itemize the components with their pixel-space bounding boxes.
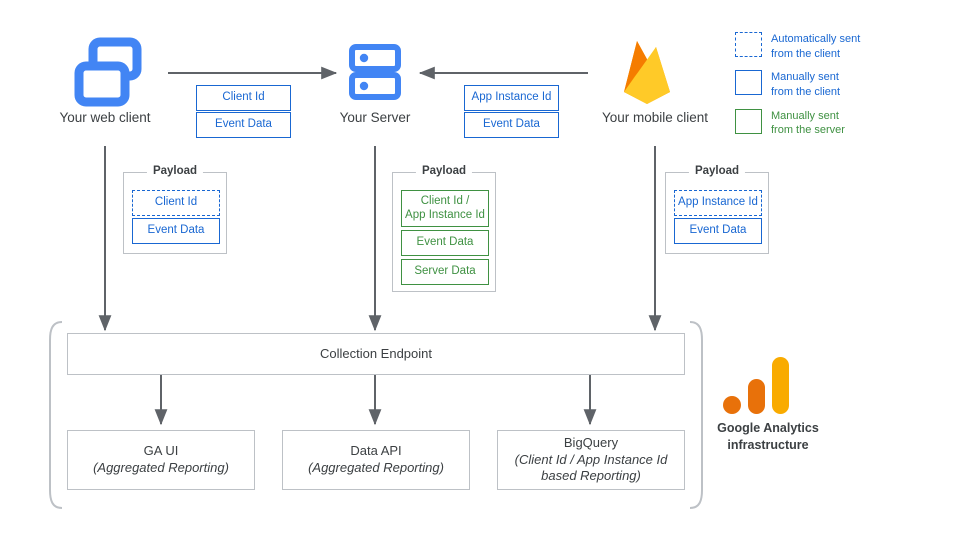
transfer-token-event-data-mobile: Event Data	[464, 112, 559, 138]
transfer-token-app-instance-id: App Instance Id	[464, 85, 559, 111]
legend-item-manual-client: Manually sent from the client	[735, 70, 860, 99]
destination-title-bigquery: BigQuery	[563, 434, 619, 450]
infra-brace-left	[49, 321, 63, 509]
payload-web: Payload Client Id Event Data	[123, 165, 227, 254]
destination-subtitle-data-api: (Aggregated Reporting)	[308, 460, 444, 475]
browser-windows-icon	[74, 37, 142, 107]
destination-box-data-api: Data API (Aggregated Reporting)	[282, 430, 470, 490]
server-rack-icon	[349, 44, 401, 100]
payload-mobile: Payload App Instance Id Event Data	[665, 165, 769, 254]
payload-server-legend: Payload	[415, 165, 473, 177]
legend-swatch-solid-green-icon	[735, 108, 762, 134]
legend-item-auto-client: Automatically sent from the client	[735, 32, 860, 61]
ga-infrastructure-label: Google Analytics infrastructure	[717, 421, 819, 452]
infra-brace-right	[689, 321, 703, 509]
payload-web-legend: Payload	[146, 165, 204, 177]
legend: Automatically sent from the client Manua…	[735, 32, 860, 147]
node-label-server: Your Server	[339, 110, 411, 125]
firebase-flame-icon	[624, 41, 670, 104]
payload-server-item-ids: Client Id / App Instance Id	[401, 190, 489, 227]
transfer-token-event-data-web: Event Data	[196, 112, 291, 138]
legend-item-manual-server: Manually sent from the server	[735, 108, 860, 138]
node-label-mobile-client: Your mobile client	[601, 110, 709, 125]
legend-swatch-solid-blue-icon	[735, 70, 762, 96]
legend-label-auto-client: Automatically sent from the client	[771, 33, 861, 60]
destination-subtitle-ga-ui: (Aggregated Reporting)	[93, 460, 229, 475]
destination-box-bigquery: BigQuery (Client Id / App Instance Id ba…	[497, 430, 685, 490]
payload-mobile-legend: Payload	[688, 165, 746, 177]
destination-title-ga-ui: GA UI	[143, 443, 179, 459]
payload-server: Payload Client Id / App Instance Id Even…	[392, 165, 496, 292]
destination-box-ga-ui: GA UI (Aggregated Reporting)	[67, 430, 255, 490]
payload-server-item-event-data: Event Data	[401, 230, 489, 256]
legend-swatch-dashed-icon	[735, 32, 762, 57]
payload-server-item-server-data: Server Data	[401, 259, 489, 285]
payload-mobile-item-app-instance-id: App Instance Id	[674, 190, 762, 216]
payload-web-item-event-data: Event Data	[132, 218, 220, 244]
payload-web-item-client-id: Client Id	[132, 190, 220, 216]
collection-endpoint-box: Collection Endpoint	[67, 333, 685, 375]
transfer-token-client-id: Client Id	[196, 85, 291, 111]
destination-title-data-api: Data API	[350, 443, 402, 459]
collection-endpoint-label: Collection Endpoint	[319, 345, 433, 361]
payload-mobile-item-event-data: Event Data	[674, 218, 762, 244]
destination-subtitle-bigquery: (Client Id / App Instance Id based Repor…	[514, 451, 668, 484]
google-analytics-icon	[723, 357, 789, 414]
node-label-web-client: Your web client	[59, 110, 151, 125]
legend-label-manual-client: Manually sent from the client	[771, 71, 841, 98]
legend-label-manual-server: Manually sent from the server	[771, 109, 845, 137]
